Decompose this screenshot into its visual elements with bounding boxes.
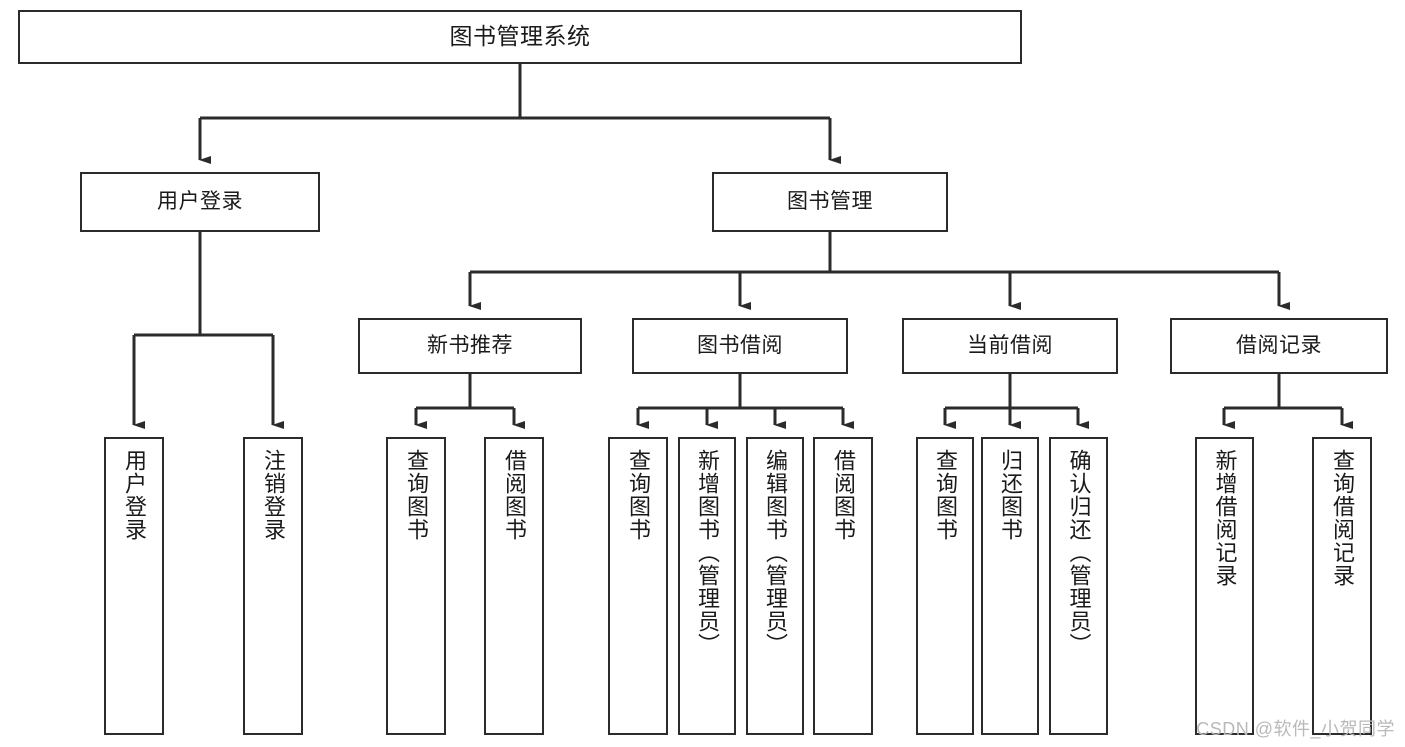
node-leaf-confirm-return-admin-label: 确认归还（管理员） xyxy=(1066,449,1092,656)
node-leaf-query-borrow-record[interactable]: 查询借阅记录 xyxy=(1312,437,1372,735)
node-root-label: 图书管理系统 xyxy=(449,23,591,50)
node-leaf-query-book-new-label: 查询图书 xyxy=(403,449,429,541)
node-leaf-add-book-admin-label: 新增图书（管理员） xyxy=(694,449,720,656)
node-leaf-return-book-label: 归还图书 xyxy=(997,449,1023,541)
node-leaf-add-borrow-record[interactable]: 新增借阅记录 xyxy=(1195,437,1254,735)
node-book-borrow-label: 图书借阅 xyxy=(697,334,783,358)
node-leaf-user-login[interactable]: 用户登录 xyxy=(104,437,164,735)
node-leaf-logout-login-label: 注销登录 xyxy=(260,449,286,541)
node-leaf-borrow-book-label: 借阅图书 xyxy=(830,449,856,541)
node-leaf-query-book-borrow-label: 查询图书 xyxy=(625,449,651,541)
node-leaf-user-login-label: 用户登录 xyxy=(121,449,147,541)
node-leaf-edit-book-admin[interactable]: 编辑图书（管理员） xyxy=(746,437,804,735)
watermark-text: CSDN @软件_小贺同学 xyxy=(1196,719,1395,739)
node-leaf-query-book-new[interactable]: 查询图书 xyxy=(386,437,446,735)
node-leaf-logout-login[interactable]: 注销登录 xyxy=(243,437,303,735)
node-root[interactable]: 图书管理系统 xyxy=(18,10,1022,64)
node-book-management[interactable]: 图书管理 xyxy=(712,172,948,232)
node-leaf-query-book-current[interactable]: 查询图书 xyxy=(916,437,974,735)
node-borrow-record-label: 借阅记录 xyxy=(1236,334,1322,358)
node-new-book-recommend[interactable]: 新书推荐 xyxy=(358,318,582,374)
node-book-management-label: 图书管理 xyxy=(787,190,873,214)
node-current-borrow[interactable]: 当前借阅 xyxy=(902,318,1118,374)
node-current-borrow-label: 当前借阅 xyxy=(967,334,1053,358)
node-leaf-add-book-admin[interactable]: 新增图书（管理员） xyxy=(678,437,736,735)
node-leaf-confirm-return-admin[interactable]: 确认归还（管理员） xyxy=(1049,437,1108,735)
node-user-login-label: 用户登录 xyxy=(157,190,243,214)
node-leaf-edit-book-admin-label: 编辑图书（管理员） xyxy=(762,449,788,656)
node-leaf-query-book-borrow[interactable]: 查询图书 xyxy=(608,437,668,735)
node-leaf-add-borrow-record-label: 新增借阅记录 xyxy=(1212,449,1238,587)
node-borrow-record[interactable]: 借阅记录 xyxy=(1170,318,1388,374)
node-leaf-query-borrow-record-label: 查询借阅记录 xyxy=(1329,449,1355,587)
node-new-book-recommend-label: 新书推荐 xyxy=(427,334,513,358)
node-user-login[interactable]: 用户登录 xyxy=(80,172,320,232)
node-leaf-return-book[interactable]: 归还图书 xyxy=(981,437,1039,735)
node-leaf-query-book-current-label: 查询图书 xyxy=(932,449,958,541)
node-leaf-borrow-book[interactable]: 借阅图书 xyxy=(813,437,873,735)
node-leaf-borrow-book-new[interactable]: 借阅图书 xyxy=(484,437,544,735)
node-book-borrow[interactable]: 图书借阅 xyxy=(632,318,848,374)
node-leaf-borrow-book-new-label: 借阅图书 xyxy=(501,449,527,541)
